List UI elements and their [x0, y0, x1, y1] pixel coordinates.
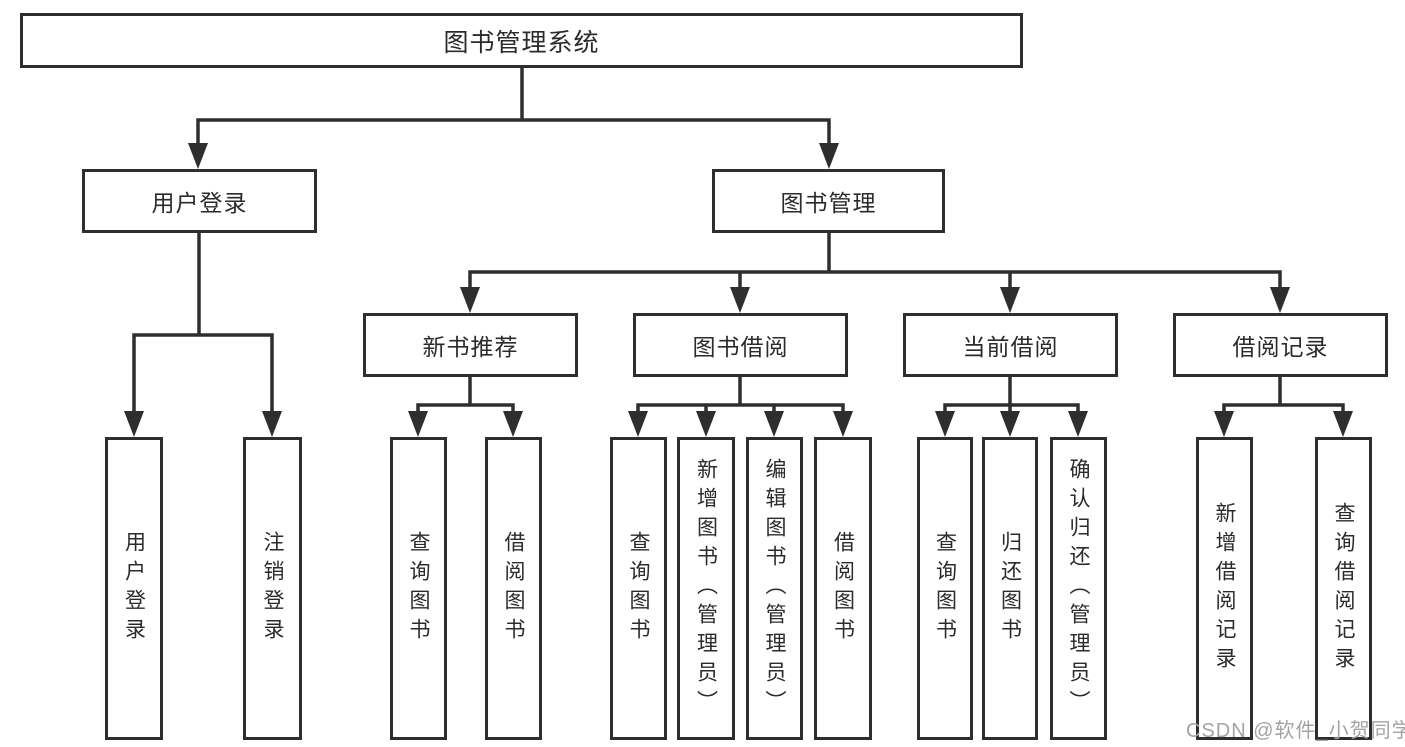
node-label: 编辑图书（管理员） — [763, 458, 786, 719]
connector-rec-to-leaves — [416, 377, 515, 418]
node-label: 查询图书 — [933, 530, 957, 647]
node-root-library-system: 图书管理系统 — [20, 13, 1023, 68]
node-current-borrowing: 当前借阅 — [903, 313, 1118, 377]
node-label: 确认归还（管理员） — [1067, 458, 1090, 719]
leaf-add-book-admin: 新增图书（管理员） — [677, 437, 735, 740]
node-label: 借阅图书 — [502, 530, 525, 647]
arrowhead-icon — [1000, 411, 1020, 437]
node-borrow-records: 借阅记录 — [1173, 313, 1388, 377]
node-label: 当前借阅 — [962, 334, 1059, 360]
arrowhead-icon — [833, 411, 853, 437]
connector-mgmt-to-level3 — [468, 233, 1282, 294]
leaf-query-books-borrowing: 查询图书 — [610, 437, 667, 740]
arrowhead-icon — [1068, 411, 1088, 437]
leaf-borrow-books-recommend: 借阅图书 — [485, 437, 542, 740]
leaf-query-books-recommend: 查询图书 — [390, 437, 447, 740]
node-label: 查询图书 — [407, 530, 430, 647]
arrowhead-icon — [124, 411, 144, 437]
leaf-edit-book-admin: 编辑图书（管理员） — [746, 437, 803, 740]
leaf-logout: 注销登录 — [243, 437, 302, 740]
node-label: 借阅图书 — [831, 530, 855, 647]
arrowhead-icon — [262, 411, 282, 437]
node-label: 查询借阅记录 — [1332, 501, 1355, 676]
node-label: 图书借阅 — [692, 334, 789, 360]
node-user-login: 用户登录 — [82, 169, 317, 233]
csdn-watermark: CSDN @软件_小贺同学 — [1186, 720, 1405, 742]
leaf-confirm-return-admin: 确认归还（管理员） — [1050, 437, 1107, 740]
arrowhead-icon — [628, 411, 648, 437]
connector-borrow-to-leaves — [636, 377, 845, 418]
connector-root-to-level2 — [196, 66, 831, 149]
node-label: 用户登录 — [151, 190, 248, 216]
node-label: 查询图书 — [627, 530, 650, 647]
leaf-add-borrow-record: 新增借阅记录 — [1196, 437, 1253, 740]
node-book-borrowing: 图书借阅 — [633, 313, 848, 377]
node-label: 新增图书（管理员） — [694, 458, 718, 719]
arrowhead-icon — [1333, 411, 1353, 437]
node-label: 新增借阅记录 — [1213, 501, 1236, 676]
node-label: 用户登录 — [122, 530, 146, 647]
node-label: 归还图书 — [998, 530, 1022, 647]
leaf-borrow-books-borrowing: 借阅图书 — [814, 437, 872, 740]
arrowhead-icon — [730, 287, 750, 313]
arrowhead-icon — [408, 411, 428, 437]
arrowhead-icon — [696, 411, 716, 437]
connector-login-to-leaves — [132, 233, 274, 418]
node-label: 图书管理系统 — [443, 28, 600, 57]
arrowhead-icon — [460, 287, 480, 313]
node-label: 新书推荐 — [422, 334, 519, 360]
arrowheads — [124, 143, 1353, 437]
arrowhead-icon — [1270, 287, 1290, 313]
node-label: 图书管理 — [780, 190, 877, 216]
arrowhead-icon — [188, 143, 208, 169]
arrowhead-icon — [1214, 411, 1234, 437]
leaf-query-books-current: 查询图书 — [917, 437, 973, 740]
arrowhead-icon — [819, 143, 839, 169]
leaf-return-book: 归还图书 — [982, 437, 1038, 740]
arrowhead-icon — [935, 411, 955, 437]
leaf-user-login: 用户登录 — [105, 437, 163, 740]
node-label: 注销登录 — [261, 530, 284, 647]
leaf-query-borrow-record: 查询借阅记录 — [1315, 437, 1372, 740]
arrowhead-icon — [764, 411, 784, 437]
arrowhead-icon — [503, 411, 523, 437]
arrowhead-icon — [1000, 287, 1020, 313]
node-book-management: 图书管理 — [712, 169, 945, 233]
node-new-book-recommend: 新书推荐 — [363, 313, 578, 377]
connector-records-to-leaves — [1222, 377, 1345, 418]
node-label: 借阅记录 — [1232, 334, 1329, 360]
